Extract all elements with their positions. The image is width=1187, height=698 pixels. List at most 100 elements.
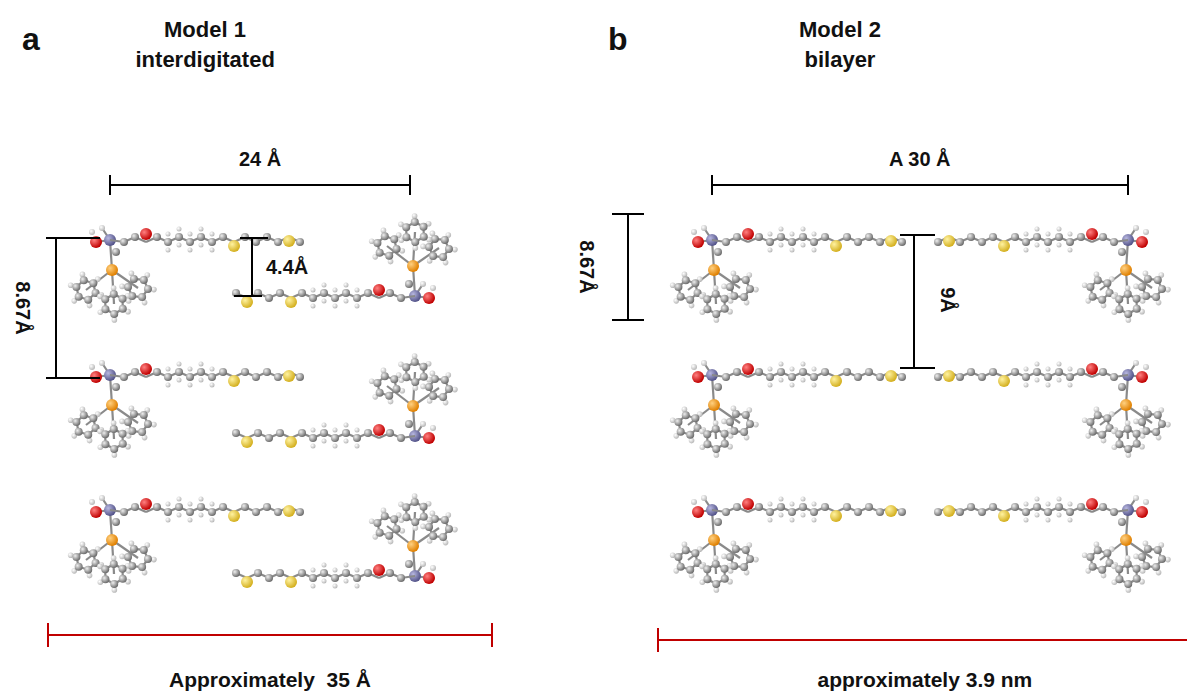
atom: [1098, 296, 1106, 304]
atom: [373, 284, 385, 296]
atom: [686, 431, 694, 439]
atom: [120, 238, 128, 246]
atom: [674, 283, 682, 291]
atom: [712, 290, 720, 298]
atom: [364, 429, 372, 437]
red-dimension: [48, 623, 1187, 652]
atom: [331, 294, 339, 302]
atom: [263, 503, 271, 511]
atom: [1125, 285, 1131, 291]
atom: [898, 373, 906, 381]
atom: [285, 296, 297, 308]
atom: [1086, 283, 1094, 291]
atom: [1118, 518, 1126, 526]
atom: [101, 295, 109, 303]
atom: [376, 389, 384, 397]
atom: [177, 497, 182, 502]
atom: [703, 305, 711, 313]
atom: [430, 565, 436, 571]
atom: [682, 276, 690, 284]
atom: [364, 569, 372, 577]
atom: [1066, 238, 1074, 246]
atom: [274, 508, 282, 516]
atom: [274, 238, 282, 246]
atom: [188, 502, 193, 507]
atom: [397, 574, 405, 582]
atom: [956, 508, 964, 516]
atom: [1136, 236, 1148, 248]
atom: [342, 289, 350, 297]
atom: [779, 243, 784, 248]
atom: [199, 513, 204, 518]
atom: [1124, 425, 1132, 433]
atom: [721, 554, 727, 560]
atom: [740, 293, 748, 301]
atom: [876, 508, 884, 516]
atom: [411, 498, 419, 506]
atom: [124, 418, 132, 426]
atom: [766, 508, 774, 516]
atom: [1046, 383, 1051, 388]
atom: [812, 518, 817, 523]
atom: [1024, 232, 1029, 237]
atom: [876, 373, 884, 381]
atom: [153, 368, 161, 376]
atom: [989, 233, 997, 241]
atom: [674, 553, 682, 561]
atom: [80, 276, 88, 284]
atom: [755, 368, 763, 376]
model-title: Model 2: [799, 18, 881, 42]
atom: [1068, 518, 1073, 523]
atom: [331, 574, 339, 582]
atom: [407, 400, 419, 412]
atom: [309, 434, 317, 442]
atom: [144, 555, 152, 563]
atom: [405, 420, 413, 428]
atom: [1055, 503, 1063, 511]
atom: [228, 240, 240, 252]
atom: [812, 383, 817, 388]
atom: [120, 508, 128, 516]
atom: [1086, 228, 1098, 240]
atom: [766, 373, 774, 381]
atom: [441, 376, 449, 384]
atom: [402, 373, 410, 381]
atom: [777, 368, 785, 376]
atom: [110, 310, 118, 318]
atom: [703, 295, 711, 303]
atom: [274, 373, 282, 381]
atom: [1077, 368, 1085, 376]
atom: [164, 373, 172, 381]
atom: [779, 227, 784, 232]
atom: [1115, 575, 1123, 583]
atom: [742, 498, 754, 510]
atom: [812, 232, 817, 237]
atom: [166, 232, 171, 237]
atom: [186, 508, 194, 516]
atom: [801, 497, 806, 502]
atom: [1144, 275, 1152, 283]
dimension-label: approximately 3.9 nm: [818, 668, 1033, 691]
atom: [1044, 508, 1052, 516]
atom: [381, 232, 389, 240]
atom: [1068, 232, 1073, 237]
atom: [865, 503, 873, 511]
atom: [89, 549, 97, 557]
atom: [99, 360, 105, 366]
atom: [265, 294, 273, 302]
atom: [296, 373, 304, 381]
atom: [790, 248, 795, 253]
atom: [208, 508, 216, 516]
atom: [90, 506, 102, 518]
atom: [801, 378, 806, 383]
atom: [333, 288, 338, 293]
atom: [1057, 362, 1062, 367]
atom: [1125, 555, 1131, 561]
atom: [721, 284, 727, 290]
atom: [80, 546, 88, 554]
atom: [110, 560, 118, 568]
atom: [119, 295, 127, 303]
atom: [799, 233, 807, 241]
atom: [425, 383, 433, 391]
atom: [344, 283, 349, 288]
